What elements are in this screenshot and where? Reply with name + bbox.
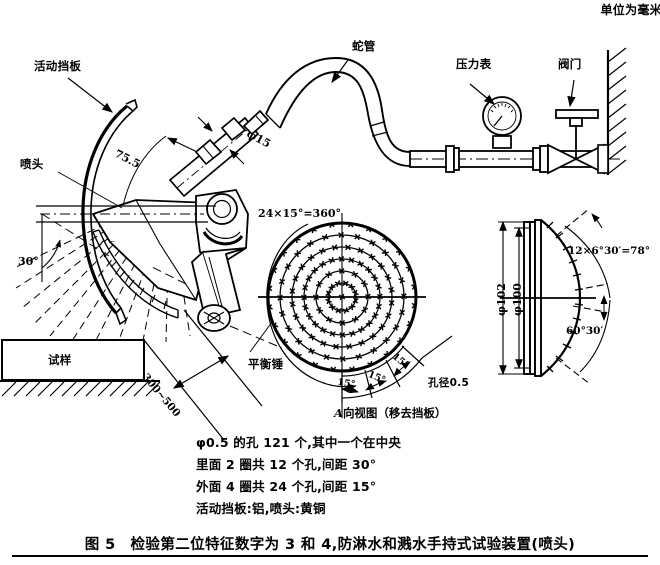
dim-102 <box>498 220 524 376</box>
note-line-4: 活动挡板:铝,喷头:黄铜 <box>196 501 326 516</box>
face-view-circle <box>258 213 426 418</box>
specimen-block <box>1 339 145 381</box>
distance-300-500-dim <box>143 309 263 441</box>
arc-78-dim <box>555 207 611 299</box>
label-nozzle: 喷头 <box>20 157 44 171</box>
ground-hatching <box>0 380 161 397</box>
note-line-3: 外面 4 圈共 24 个孔,间距 15° <box>196 479 377 494</box>
hole-dia-leader <box>421 335 453 359</box>
leader-lines <box>57 59 576 353</box>
full-circle-arrow-arc <box>266 223 357 391</box>
leader-gauge <box>469 83 495 105</box>
pressure-gauge <box>482 96 522 149</box>
dim-arc-12x630: 12×6°30′=78° <box>568 245 651 257</box>
units-note: 单位为毫米 <box>600 3 660 17</box>
nozzle-pivot-head <box>195 189 249 264</box>
dim-angle-30: 30° <box>18 255 39 268</box>
angle-sector-arcs <box>341 345 425 402</box>
counterweight-roller <box>197 304 231 332</box>
movable-shield-arc <box>81 98 138 326</box>
leader-movable-shield <box>67 77 113 113</box>
valve-assembly <box>547 109 605 175</box>
label-valve: 阀门 <box>558 57 582 71</box>
balance-arm <box>191 247 247 320</box>
view-caption: A向视图（移去挡板） <box>334 407 446 420</box>
leader-counterweight <box>249 321 273 353</box>
arc-6030-dim <box>555 295 611 385</box>
label-hose: 蛇管 <box>352 39 376 53</box>
note-line-2: 里面 2 圈共 12 个孔,间距 30° <box>196 457 377 472</box>
roller-centre-line <box>229 325 283 349</box>
dim-dia-102: φ102 <box>495 283 508 316</box>
dim-full-circle-360: 24×15°=360° <box>258 207 342 220</box>
notes-block: φ0.5 的孔 121 个,其中一个在中央 里面 2 圈共 12 个孔,间距 3… <box>196 432 401 520</box>
label-pressure-gauge: 压力表 <box>456 57 492 71</box>
side-section-view <box>498 207 611 385</box>
view-caption-text: 向视图（移去挡板） <box>342 406 447 420</box>
view-letter: A <box>334 406 343 420</box>
hose-snake-pipe <box>265 57 411 167</box>
angle-30-arc <box>41 213 113 282</box>
leader-nozzle <box>57 171 123 209</box>
nozzle-face-plate <box>92 229 179 319</box>
bottom-rule <box>12 555 648 557</box>
hole-marks <box>267 222 417 372</box>
dia-15-dim <box>197 116 245 165</box>
leader-hose <box>331 59 349 83</box>
label-specimen: 试样 <box>48 353 72 367</box>
nozzle-axis-lines <box>36 205 216 223</box>
label-movable-shield: 活动挡板 <box>34 59 82 73</box>
dim-100 <box>514 226 530 370</box>
side-hole-ticks <box>546 221 584 373</box>
wall-hatching <box>597 47 627 175</box>
label-hole-diameter: 孔径0.5 <box>428 377 470 389</box>
arm-centre-line <box>149 265 187 285</box>
inlet-tube-to-nozzle <box>168 109 270 198</box>
figure-caption: 图 5 检验第二位特征数字为 3 和 4,防淋水和溅水手持式试验装置(喷头) <box>84 537 576 553</box>
label-counterweight: 平衡锤 <box>248 357 284 371</box>
dim-angle-60-30: 60°30′ <box>566 325 604 337</box>
note-line-1: φ0.5 的孔 121 个,其中一个在中央 <box>196 435 402 450</box>
leader-valve <box>567 79 576 108</box>
dim-dia-100: φ100 <box>511 283 524 316</box>
